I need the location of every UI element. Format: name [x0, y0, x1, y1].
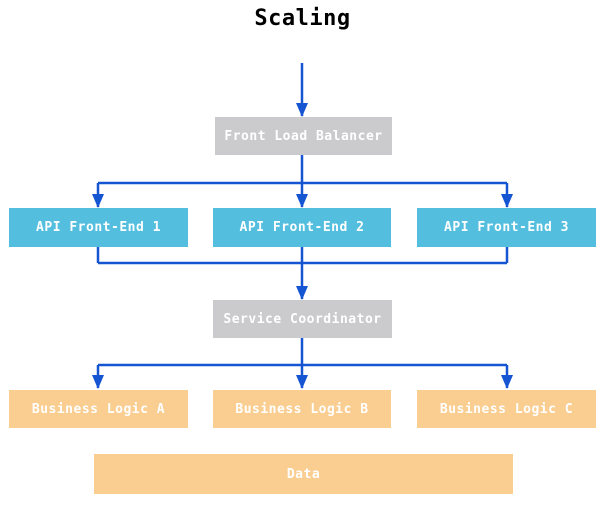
node-api-front-end-2: API Front-End 2: [213, 208, 391, 247]
node-service-coordinator: Service Coordinator: [213, 300, 392, 338]
node-front-load-balancer: Front Load Balancer: [215, 117, 392, 155]
node-api-front-end-1: API Front-End 1: [9, 208, 188, 247]
node-business-logic-c: Business Logic C: [417, 390, 596, 428]
diagram-title: Scaling: [254, 6, 351, 31]
node-business-logic-a: Business Logic A: [9, 390, 188, 428]
node-business-logic-b: Business Logic B: [213, 390, 391, 428]
node-api-front-end-3: API Front-End 3: [417, 208, 596, 247]
node-data: Data: [94, 454, 513, 494]
